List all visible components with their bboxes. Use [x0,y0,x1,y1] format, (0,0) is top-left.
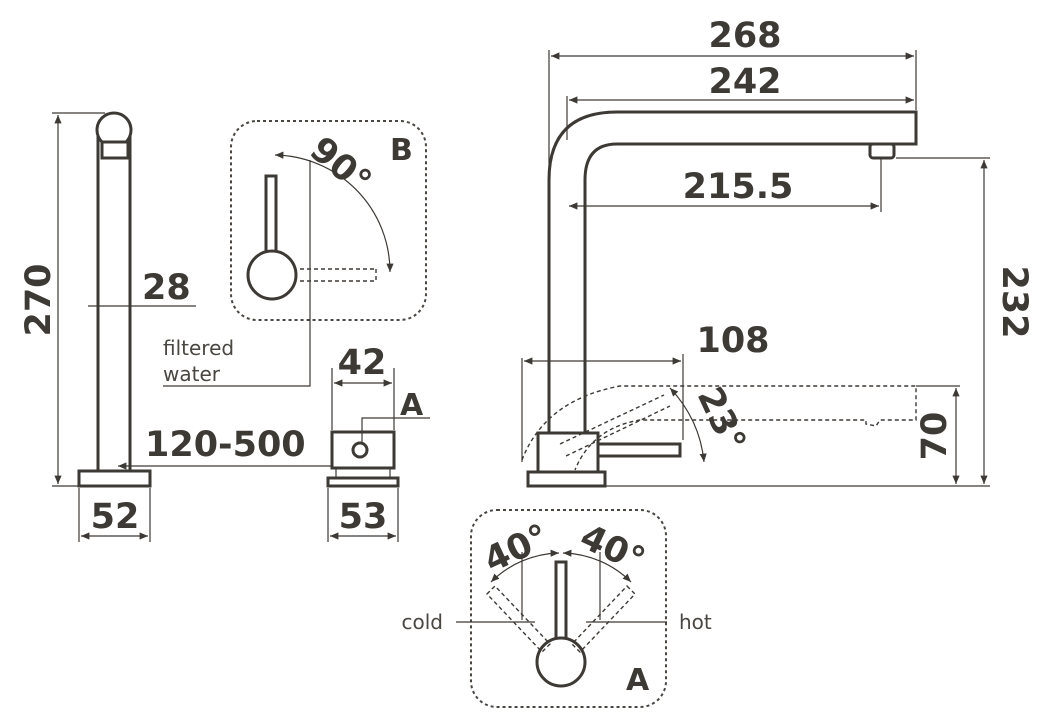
lever-angle-label: 23° [689,381,753,458]
detail-a-box-letter: A [626,663,650,698]
height-232-label: 232 [994,265,1034,338]
detail-a: A 40° 40° cold hot [402,509,712,708]
filter-valve: A 42 53 [326,343,430,542]
hot-position [571,584,636,654]
detail-a-handle [554,560,568,648]
cold-position [486,584,551,654]
aerator [868,142,896,160]
hot-angle-label: 40° [574,517,651,581]
width-268-label: 268 [708,16,781,56]
detail-a-top-letter: A [400,388,424,423]
valve-53-label: 53 [339,497,388,537]
outlet-head [100,140,130,160]
detail-b-arc [274,151,394,273]
length-242-label: 242 [708,62,781,102]
filtered-water-leader [163,160,311,387]
hot-label: hot [679,610,712,634]
diameter-28-label: 28 [142,268,191,308]
detail-a-leader [361,417,430,443]
distance-label: 120-500 [145,425,306,465]
column-base [77,469,152,488]
column-body [96,126,132,474]
detail-a-knob [535,636,587,688]
filtered-label-line1: filtered [163,336,234,360]
lever-108-label: 108 [696,321,769,361]
side-view: 270 28 52 120-500 [19,111,360,542]
filtered-label-line2: water [163,362,221,386]
lever-housing [536,431,600,474]
faucet-side-view: 268 242 215.5 232 70 108 23° [521,16,1034,488]
lever-angle-arc [669,387,707,463]
filter-valve-base [326,476,400,488]
height-70-label: 70 [915,412,955,461]
detail-b-angle: 90° [302,130,378,203]
height-270-label: 270 [19,263,59,336]
faucet-spout [547,110,918,474]
cold-label: cold [402,610,443,634]
lever-handle [596,442,682,458]
detail-b-knob [246,249,298,301]
detail-b-handle [264,174,278,258]
detail-b-letter: B [390,133,413,168]
lever-tilted-outline [521,385,917,471]
detail-a-frame [470,509,667,708]
base-52-label: 52 [91,497,140,537]
faucet-base [526,470,607,488]
cold-angle-label: 40° [478,517,555,581]
reach-2155-label: 215.5 [683,167,794,207]
valve-42-label: 42 [338,343,387,383]
filter-valve-knob [351,441,369,459]
detail-b: B 90° filtered water [163,120,427,387]
